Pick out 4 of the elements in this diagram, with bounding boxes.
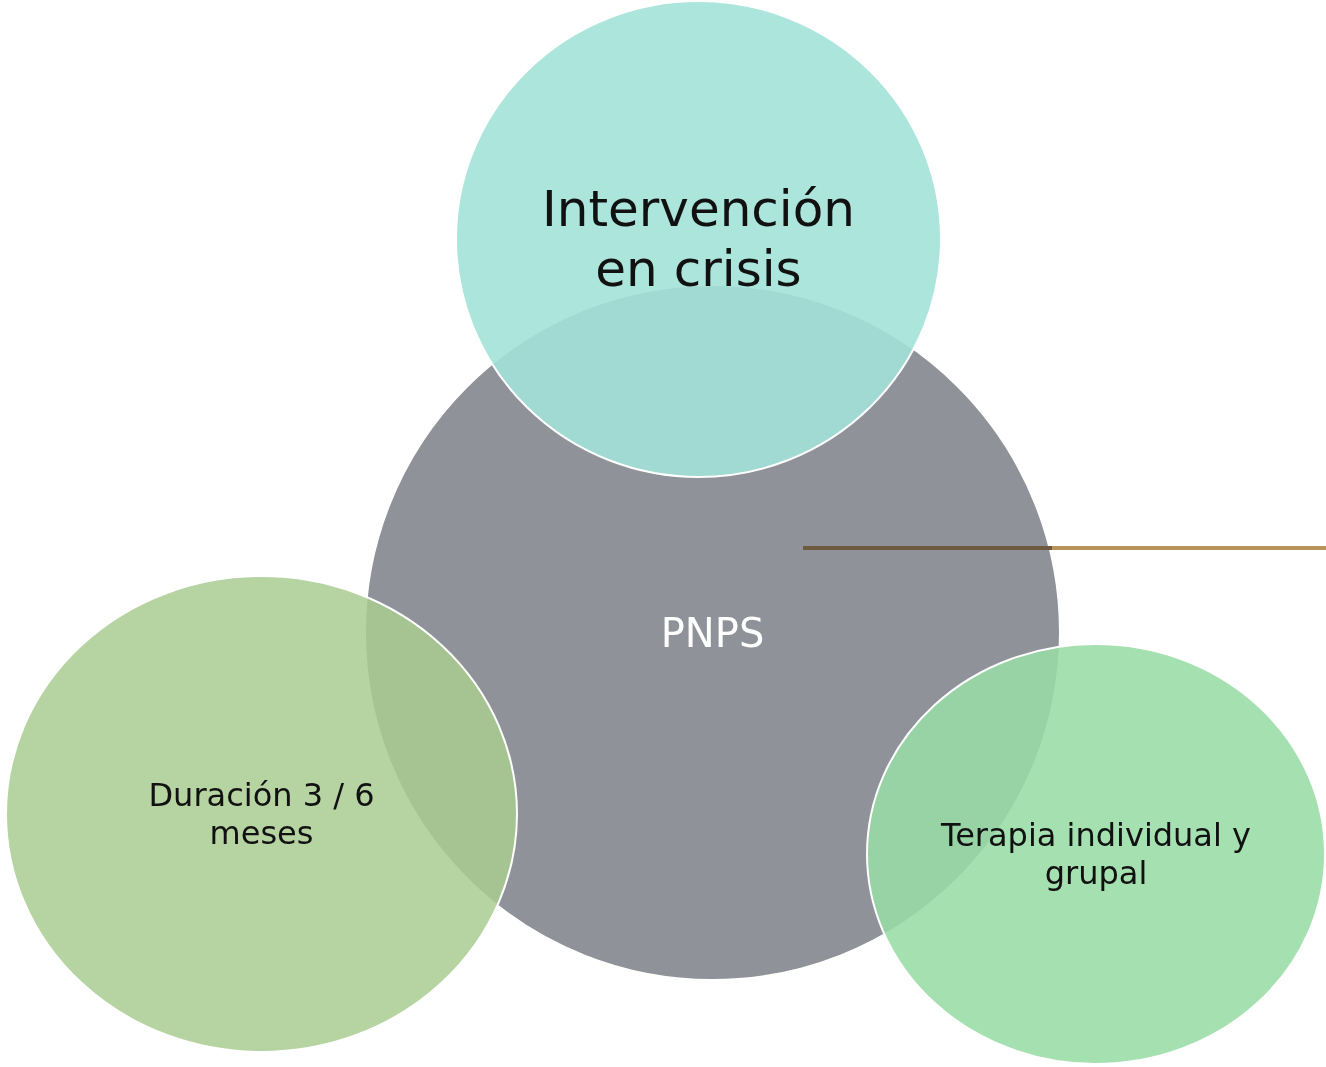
circle-label: PNPS (659, 608, 766, 657)
circle-label: Duración 3 / 6 meses (147, 775, 376, 853)
circle-label: Terapia individual y grupal (940, 815, 1252, 893)
circle-label: Intervención en crisis (540, 179, 857, 299)
